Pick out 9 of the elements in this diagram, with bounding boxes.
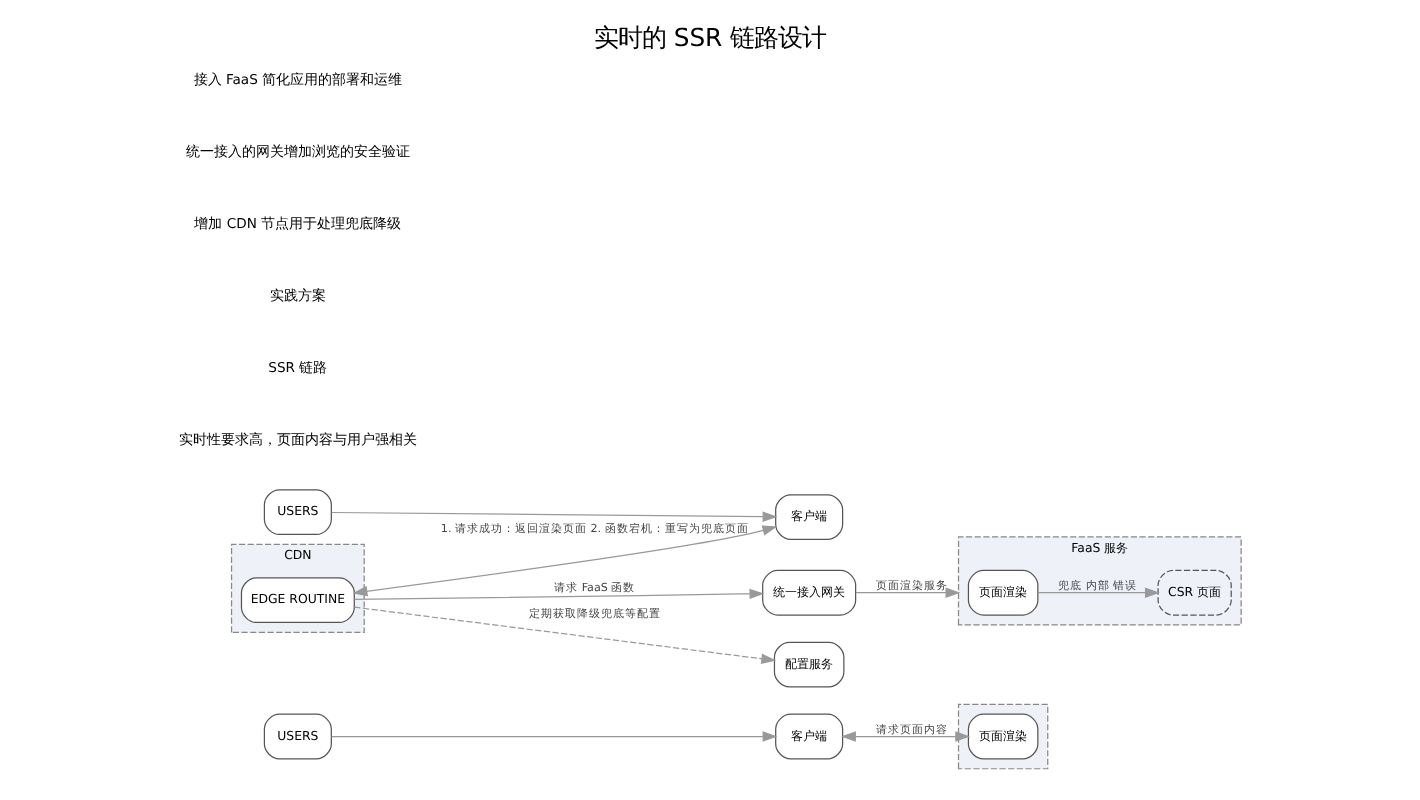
arrow	[1037, 587, 1160, 598]
arrow	[353, 606, 777, 664]
arrow	[352, 525, 778, 597]
arrow	[841, 731, 971, 742]
arrow	[331, 731, 778, 742]
diagram-title: 实时的 SSR 链路设计	[593, 22, 827, 53]
arrow	[331, 511, 778, 522]
arrow	[353, 588, 765, 601]
arrow	[855, 587, 961, 598]
